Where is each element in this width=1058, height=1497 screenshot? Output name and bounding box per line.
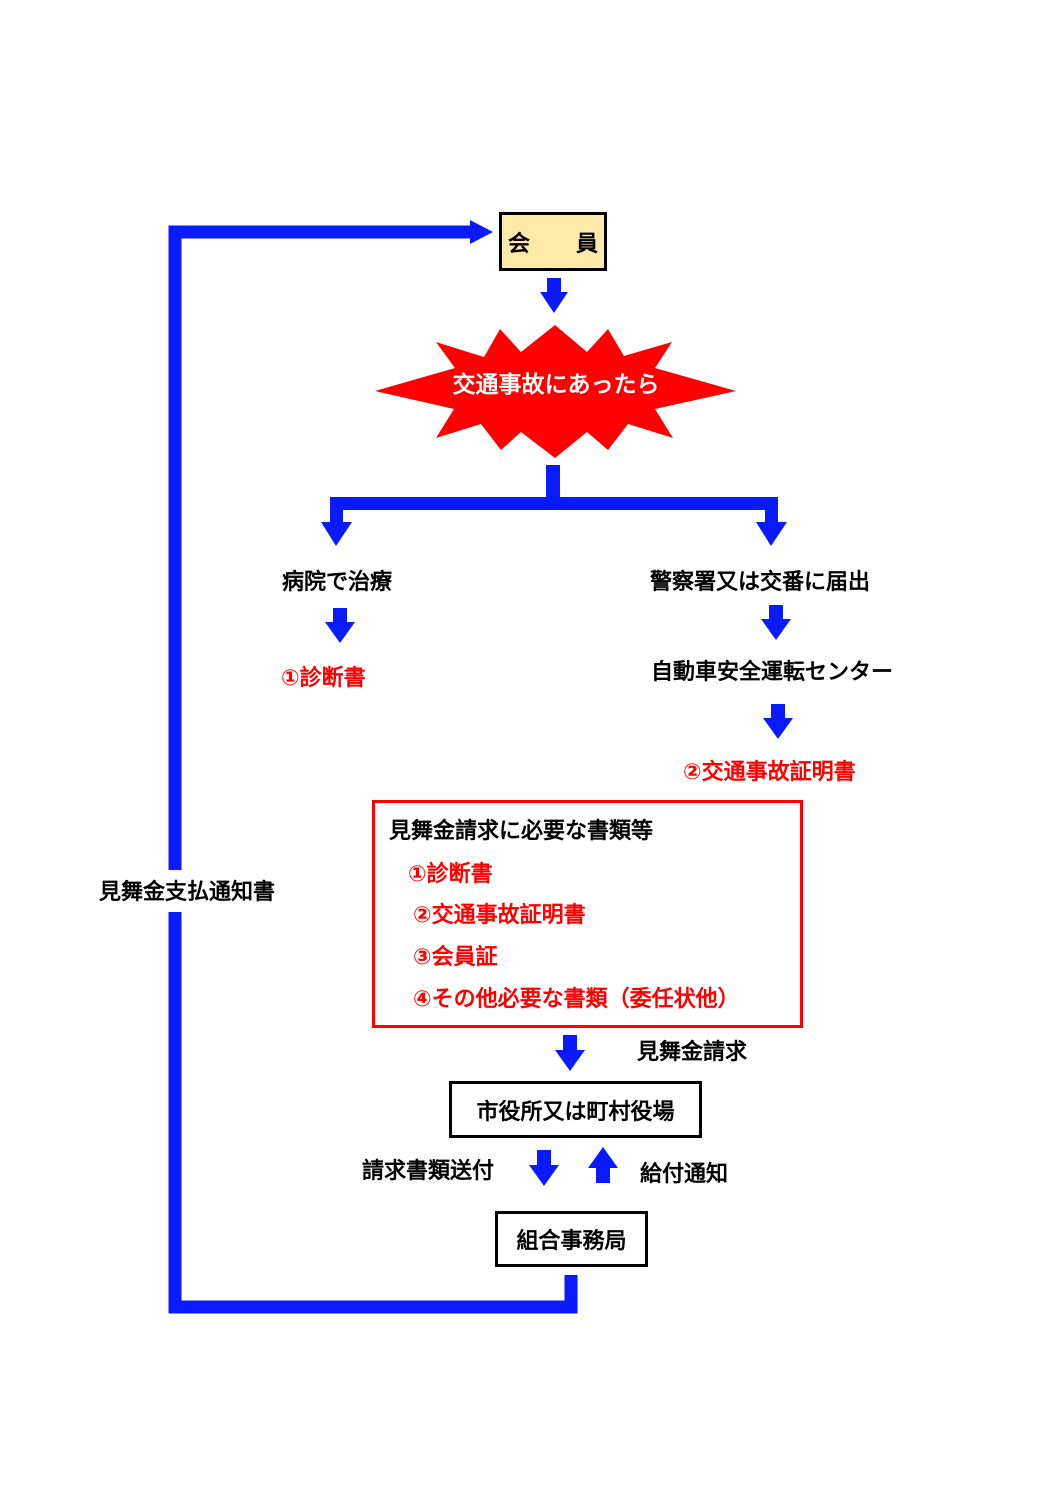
send-documents-label: 請求書類送付 (362, 1159, 495, 1184)
police-label: 警察署又は交番に届出 (650, 570, 871, 595)
union-office-box: 組合事務局 (495, 1211, 648, 1267)
arrow-police-to-center (761, 605, 791, 640)
diagnosis-label: ①診断書 (281, 666, 366, 691)
arrow-docs-to-city (555, 1035, 585, 1071)
arrow-city-to-union (529, 1150, 559, 1186)
accident-certificate-label: ②交通事故証明書 (683, 760, 856, 785)
document-item: ①診断書 (408, 862, 493, 887)
hospital-label: 病院で治療 (282, 570, 393, 595)
accident-label: 交通事故にあったら (452, 372, 660, 398)
document-item: ②交通事故証明書 (413, 903, 586, 928)
safety-center-label: 自動車安全運転センター (651, 660, 894, 685)
branch-split-arrows (321, 465, 787, 546)
return-arrowhead (470, 220, 493, 244)
arrow-hospital-to-diagnosis (325, 608, 355, 643)
arrow-member-to-accident (540, 278, 568, 313)
city-office-box: 市役所又は町村役場 (449, 1081, 702, 1138)
arrow-union-to-city (588, 1147, 618, 1183)
payment-notification-letter-label: 見舞金支払通知書 (99, 880, 276, 905)
claim-label: 見舞金請求 (637, 1040, 748, 1065)
required-documents-box: 見舞金請求に必要な書類等 ①診断書 ②交通事故証明書 ③会員証 ④その他必要な書… (372, 800, 803, 1028)
document-item: ④その他必要な書類（委任状他） (413, 987, 740, 1012)
payment-notice-label: 給付通知 (640, 1162, 729, 1187)
document-item: ③会員証 (413, 945, 498, 970)
required-documents-title: 見舞金請求に必要な書類等 (389, 819, 654, 844)
accident-burst (375, 325, 736, 458)
arrow-center-to-certificate (763, 704, 793, 739)
return-path-line (168, 225, 578, 1314)
return-label-backdrop (95, 870, 305, 912)
member-box: 会 員 (499, 212, 607, 271)
